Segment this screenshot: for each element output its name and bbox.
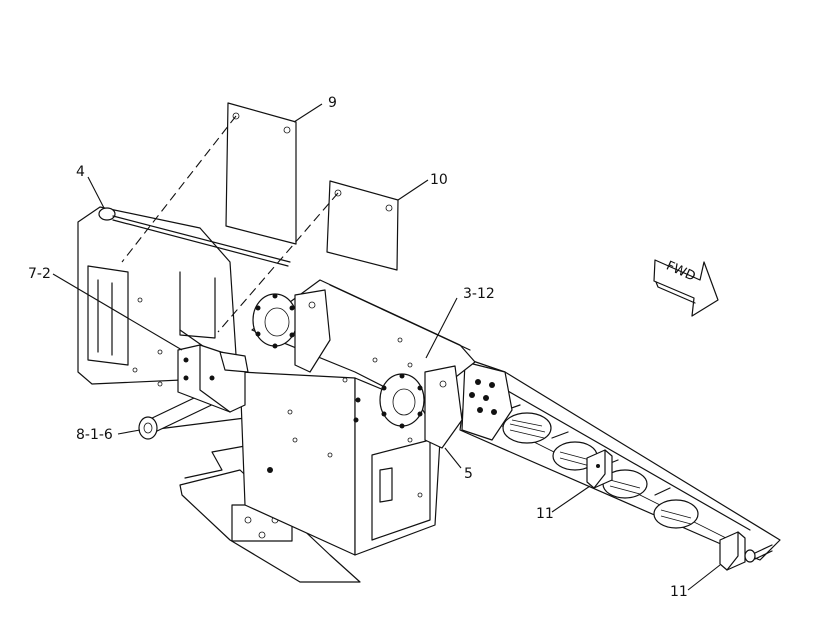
bearing-flange-upper [252, 289, 331, 373]
step-bracket-11a [586, 449, 613, 489]
callout-9: 9 [328, 95, 337, 111]
callout-3-12: 3-12 [463, 286, 495, 302]
guard-plate-10 [326, 180, 399, 271]
ladder-step-1 [502, 412, 552, 444]
forward-arrow-icon: FWD [653, 259, 719, 317]
callout-11-lower: 11 [670, 584, 688, 600]
callout-4: 4 [76, 164, 85, 180]
assembly-line-9 [121, 115, 237, 263]
pin-part [98, 207, 291, 267]
callout-8-1-6: 8-1-6 [76, 427, 113, 443]
guard-plate-9 [225, 102, 297, 245]
ladder-step-4 [653, 499, 699, 529]
step-bracket-11b [719, 531, 773, 571]
bearing-flange-lower [379, 365, 463, 449]
mount-bracket [177, 344, 249, 413]
callout-10: 10 [430, 172, 448, 188]
leader-lines [52, 103, 721, 591]
assembly-line-10 [217, 192, 339, 333]
hinge-plate [461, 361, 513, 441]
callout-11-upper: 11 [536, 506, 554, 522]
callout-5: 5 [464, 466, 473, 482]
callout-7-2: 7-2 [28, 266, 51, 282]
